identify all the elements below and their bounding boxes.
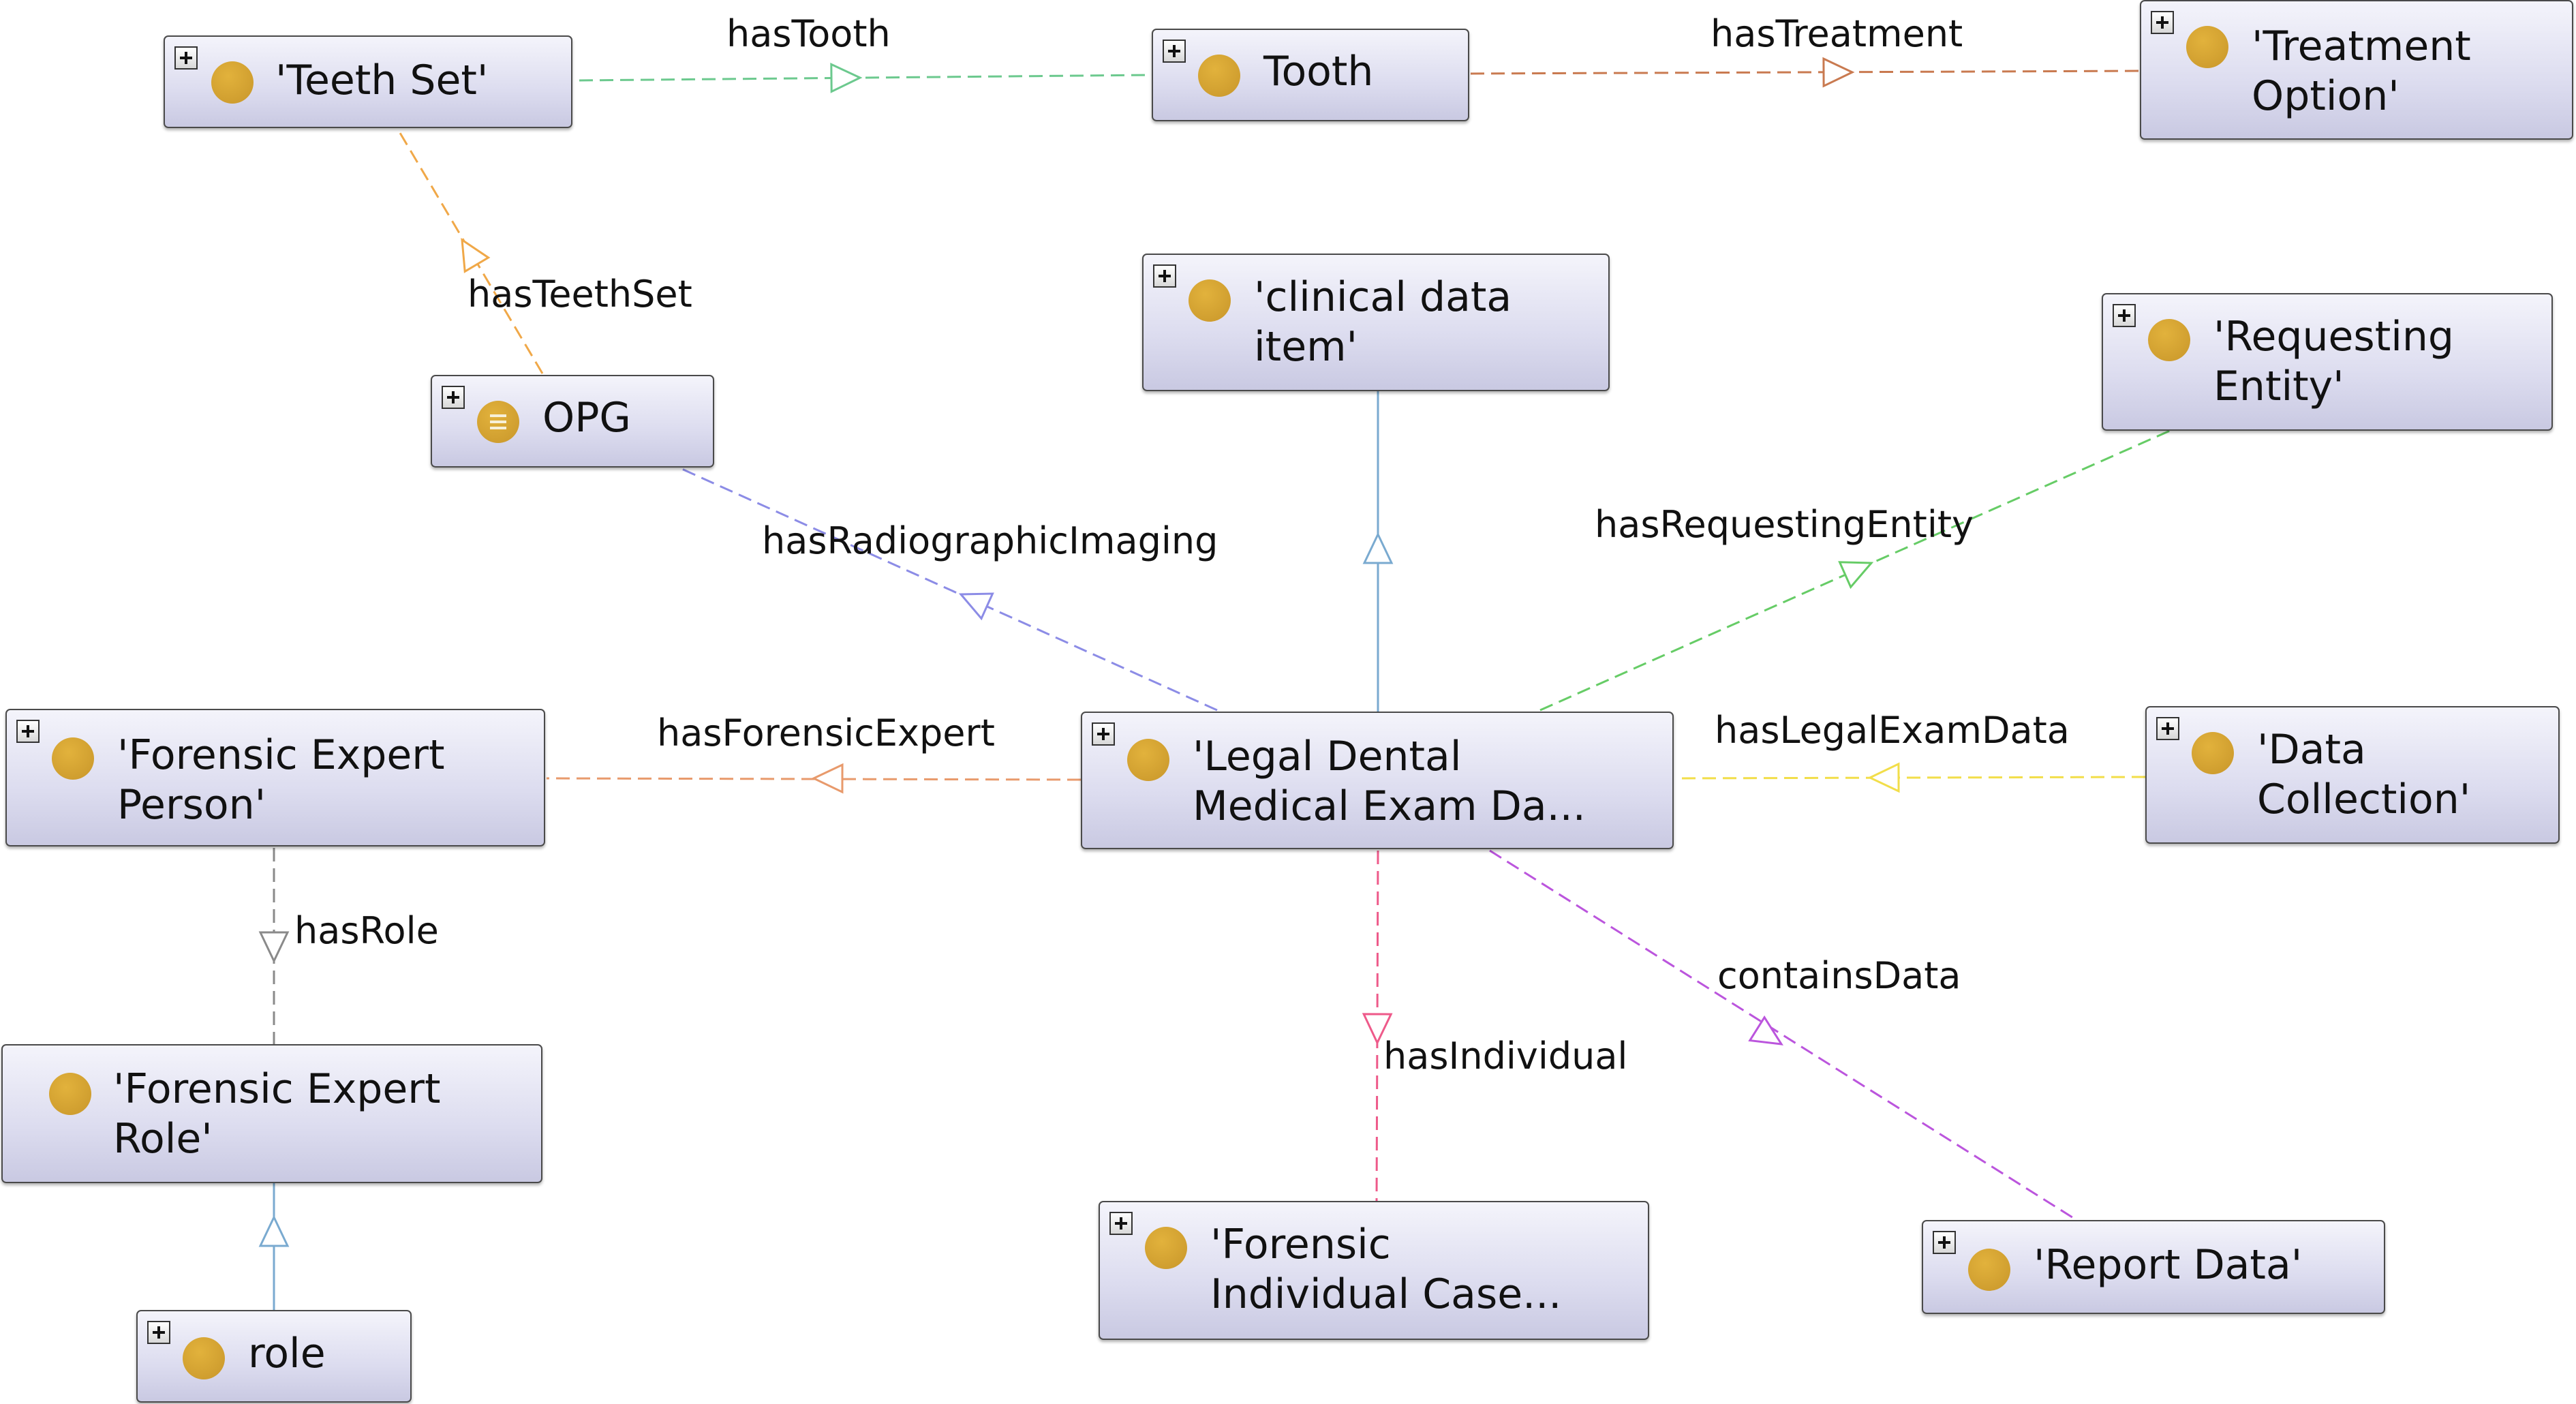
- edge-arrowhead-subclassRole: [258, 1215, 290, 1247]
- class-circle-icon: [1968, 1249, 2010, 1291]
- expand-icon[interactable]: [16, 720, 40, 743]
- node-data-collection[interactable]: 'Data Collection': [2145, 706, 2560, 844]
- node-label: 'Treatment Option': [2252, 22, 2471, 120]
- node-label: 'Teeth Set': [275, 57, 489, 104]
- expand-icon[interactable]: [1933, 1231, 1956, 1254]
- node-label: OPG: [542, 394, 631, 442]
- edge-hasTooth: [579, 74, 1152, 82]
- edge-label-hasTooth: hasTooth: [726, 12, 891, 55]
- node-legal-dental-medical-exam-data[interactable]: 'Legal Dental Medical Exam Da...: [1081, 712, 1674, 849]
- edge-label-hasTreatment: hasTreatment: [1711, 12, 1963, 55]
- node-requesting-entity[interactable]: 'Requesting Entity': [2102, 293, 2553, 431]
- equivalent-class-icon: [477, 401, 519, 443]
- expand-icon[interactable]: [1153, 264, 1176, 288]
- edge-hasRequestingEntity: [1539, 429, 2171, 712]
- edge-label-containsData: containsData: [1717, 954, 1961, 997]
- edge-arrowhead-subclassClinical: [1362, 532, 1394, 564]
- edge-arrowhead-hasRequestingEntity: [1838, 561, 1874, 590]
- expand-icon[interactable]: [2156, 717, 2179, 740]
- edge-arrowhead-hasRadiographicImaging: [958, 592, 994, 621]
- class-circle-icon: [1189, 279, 1231, 322]
- edge-hasLegalExamData: [1674, 776, 2146, 780]
- edge-arrowhead-hasTeethSet: [461, 237, 491, 273]
- node-report-data[interactable]: 'Report Data': [1922, 1220, 2385, 1314]
- class-circle-icon: [52, 737, 94, 780]
- node-label: 'Legal Dental Medical Exam Da...: [1193, 733, 1586, 830]
- edge-label-hasForensicExpert: hasForensicExpert: [657, 712, 995, 754]
- expand-icon[interactable]: [442, 386, 465, 409]
- class-circle-icon: [49, 1073, 91, 1115]
- node-clinical-data-item[interactable]: 'clinical data item': [1142, 254, 1610, 391]
- class-circle-icon: [2148, 319, 2190, 361]
- node-teeth-set[interactable]: 'Teeth Set': [164, 35, 572, 128]
- node-forensic-expert-role[interactable]: 'Forensic Expert Role': [1, 1044, 542, 1183]
- node-treatment-option[interactable]: 'Treatment Option': [2140, 0, 2573, 140]
- node-role[interactable]: role: [136, 1310, 412, 1403]
- edge-arrowhead-containsData: [1748, 1015, 1783, 1046]
- node-label: 'Forensic Expert Person': [117, 731, 445, 829]
- expand-icon[interactable]: [1092, 722, 1115, 746]
- edge-arrowhead-hasTooth: [830, 63, 863, 93]
- node-label: Tooth: [1263, 48, 1374, 95]
- node-label: 'Data Collection': [2257, 726, 2471, 823]
- node-tooth[interactable]: Tooth: [1152, 29, 1469, 121]
- node-forensic-individual-case[interactable]: 'Forensic Individual Case...: [1099, 1201, 1649, 1340]
- class-circle-icon: [2192, 732, 2234, 774]
- edge-arrowhead-hasLegalExamData: [1867, 762, 1900, 793]
- class-circle-icon: [1198, 55, 1240, 97]
- expand-icon[interactable]: [2151, 11, 2174, 34]
- node-label: 'Report Data': [2034, 1241, 2303, 1289]
- edge-label-hasRole: hasRole: [294, 909, 439, 952]
- edge-label-hasIndividual: hasIndividual: [1383, 1035, 1628, 1078]
- expand-icon[interactable]: [174, 46, 198, 70]
- class-circle-icon: [211, 61, 254, 104]
- edge-label-hasLegalExamData: hasLegalExamData: [1715, 709, 2070, 752]
- class-circle-icon: [1127, 739, 1169, 781]
- node-opg[interactable]: OPG: [431, 375, 714, 468]
- node-forensic-expert-person[interactable]: 'Forensic Expert Person': [5, 709, 545, 846]
- expand-icon[interactable]: [1109, 1212, 1133, 1235]
- edge-hasTeethSet: [397, 129, 544, 374]
- expand-icon[interactable]: [2113, 304, 2136, 327]
- node-label: 'Forensic Individual Case...: [1210, 1221, 1562, 1318]
- node-label: role: [248, 1330, 326, 1377]
- edge-hasTreatment: [1470, 70, 2141, 75]
- edge-arrowhead-hasForensicExpert: [811, 763, 844, 794]
- edge-arrowhead-hasTreatment: [1822, 57, 1855, 88]
- node-label: 'Forensic Expert Role': [113, 1065, 441, 1163]
- expand-icon[interactable]: [1163, 40, 1186, 63]
- edge-hasRadiographicImaging: [678, 466, 1218, 712]
- edge-arrowhead-hasIndividual: [1362, 1013, 1393, 1046]
- node-label: 'clinical data item': [1254, 273, 1512, 371]
- class-circle-icon: [183, 1337, 225, 1379]
- edge-containsData: [1489, 849, 2075, 1220]
- edge-label-hasRequestingEntity: hasRequestingEntity: [1595, 503, 1974, 546]
- expand-icon[interactable]: [147, 1321, 170, 1344]
- class-circle-icon: [2186, 26, 2228, 68]
- edge-arrowhead-hasRole: [258, 931, 290, 964]
- node-label: 'Requesting Entity': [2213, 313, 2454, 410]
- class-circle-icon: [1145, 1227, 1187, 1269]
- edge-label-hasRadiographicImaging: hasRadiographicImaging: [762, 519, 1218, 562]
- edge-label-hasTeethSet: hasTeethSet: [467, 273, 692, 316]
